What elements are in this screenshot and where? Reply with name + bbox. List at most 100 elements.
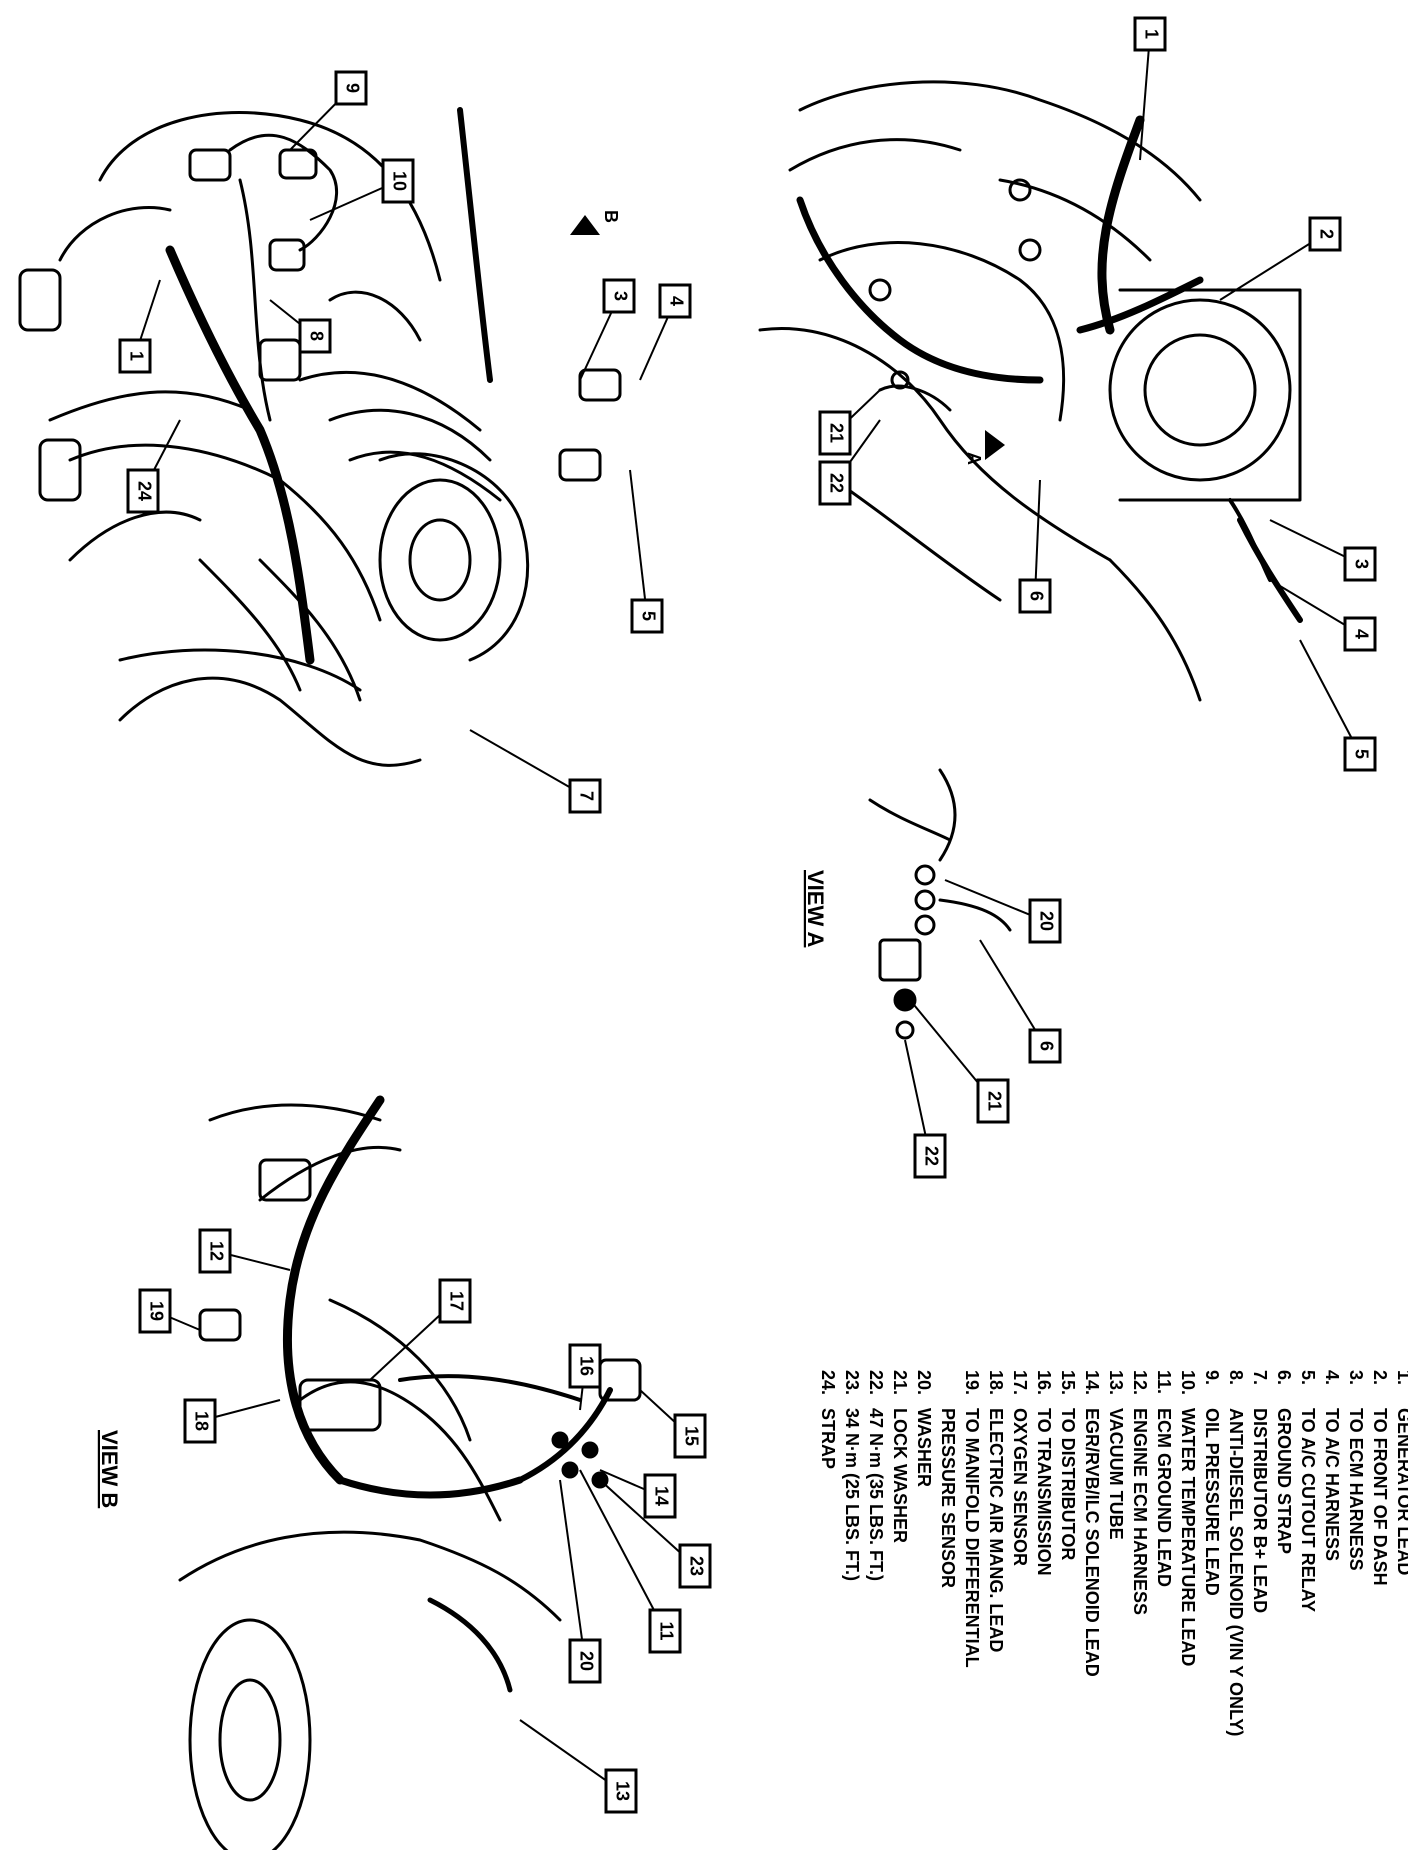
- callout-box: [1343, 736, 1377, 772]
- legend-label: OIL PRESSURE LEAD: [1202, 1408, 1222, 1596]
- callout-box: [1018, 578, 1052, 614]
- legend-number: 3.: [1346, 1370, 1366, 1385]
- callout-main-right-21: 21: [818, 389, 881, 456]
- leader-line: [579, 1469, 666, 1632]
- main-view-left: B: [18, 107, 622, 767]
- legend-label: WATER TEMPERATURE LEAD: [1178, 1408, 1198, 1666]
- legend-number: 8.: [1226, 1370, 1246, 1385]
- callout-view-b-23: 23: [599, 1479, 712, 1589]
- leader-line: [1034, 479, 1041, 597]
- callout-box: [818, 460, 852, 506]
- leader-line: [469, 729, 586, 797]
- callout-box: [1028, 1028, 1062, 1064]
- callout-box: [183, 1398, 217, 1444]
- callout-box: [568, 778, 602, 814]
- callout-box: [438, 1278, 472, 1324]
- callout-box: [1343, 616, 1377, 652]
- view-a-detail: VIEW A: [803, 768, 1012, 1040]
- legend-label: TO TRANSMISSION: [1034, 1408, 1054, 1576]
- legend-label: GROUND STRAP: [1274, 1408, 1294, 1554]
- callout-number: 10: [389, 171, 409, 191]
- callout-number: 7: [576, 791, 596, 801]
- main-view-right: A: [758, 80, 1303, 702]
- svg-text:B: B: [601, 210, 621, 223]
- callout-number: 21: [984, 1091, 1004, 1111]
- callout-number: 21: [826, 423, 846, 443]
- callout-number: 1: [126, 351, 146, 361]
- callout-box: [976, 1078, 1010, 1124]
- leader-line: [944, 879, 1046, 922]
- callout-main-right-22: 22: [818, 419, 881, 506]
- callout-view-b-20: 20: [559, 1479, 602, 1684]
- legend-number: 24.: [818, 1370, 838, 1395]
- legend-label: 34 N·m (25 LBS. FT.): [842, 1408, 862, 1581]
- legend-number: 17.: [1010, 1370, 1030, 1395]
- callout-main-right-5: 5: [1299, 639, 1377, 772]
- legend-label: WASHER: [914, 1408, 934, 1487]
- callout-number: 2: [1316, 229, 1336, 239]
- legend-label: ECM GROUND LEAD: [1154, 1408, 1174, 1587]
- callout-view-a-20: 20: [944, 879, 1062, 944]
- callout-main-right-3: 3: [1269, 519, 1377, 582]
- callout-number: 4: [1351, 629, 1371, 639]
- callout-main-right-4: 4: [1269, 579, 1377, 652]
- callout-box: [568, 1638, 602, 1684]
- view-a-arrow: A: [964, 430, 1005, 465]
- callout-view-b-17: 17: [369, 1278, 472, 1381]
- leader-line: [629, 469, 648, 617]
- callout-number: 22: [921, 1146, 941, 1166]
- callout-view-b-14: 14: [599, 1469, 677, 1519]
- callout-view-b-16: 16: [568, 1343, 602, 1411]
- callout-number: 8: [306, 331, 326, 341]
- callout-number: 5: [638, 611, 658, 621]
- callout-box: [118, 338, 152, 374]
- leader-line: [1139, 33, 1151, 161]
- callout-main-left-10: 10: [309, 158, 415, 221]
- callout-box: [602, 278, 636, 314]
- svg-text:A: A: [964, 452, 984, 465]
- legend-label: GENERATOR LEAD: [1394, 1408, 1408, 1575]
- callout-number: 17: [446, 1291, 466, 1311]
- callout-box: [818, 410, 852, 456]
- callout-box: [913, 1133, 947, 1179]
- svg-text:VIEW B: VIEW B: [97, 1430, 122, 1508]
- callout-box: [643, 1473, 677, 1519]
- callout-number: 16: [576, 1356, 596, 1376]
- callout-number: 6: [1026, 591, 1046, 601]
- callout-box: [1028, 898, 1062, 944]
- legend-number: 15.: [1058, 1370, 1078, 1395]
- callout-number: 1: [1141, 29, 1161, 39]
- callout-number: 19: [146, 1301, 166, 1321]
- callout-main-left-5: 5: [629, 469, 664, 634]
- leader-line: [559, 1479, 586, 1662]
- callout-number: 12: [206, 1241, 226, 1261]
- legend-number: 10.: [1178, 1370, 1198, 1395]
- legend-number: 14.: [1082, 1370, 1102, 1395]
- legend-number: 9.: [1202, 1370, 1222, 1385]
- legend-label: OXYGEN SENSOR: [1010, 1408, 1030, 1566]
- callout-main-left-9: 9: [289, 70, 368, 151]
- callout-main-left-7: 7: [469, 729, 602, 814]
- callout-number: 6: [1036, 1041, 1056, 1051]
- callout-box: [1343, 546, 1377, 582]
- callout-view-b-11: 11: [579, 1469, 682, 1654]
- legend-number: 12.: [1130, 1370, 1150, 1395]
- legend-label: TO MANIFOLD DIFFERENTIAL: [962, 1408, 982, 1668]
- legend-label: ANTI-DIESEL SOLENOID (VIN Y ONLY): [1226, 1408, 1246, 1736]
- callout-box: [381, 158, 415, 204]
- callout-box: [1133, 16, 1167, 52]
- legend-number: 18.: [986, 1370, 1006, 1395]
- callout-main-left-3: 3: [579, 278, 636, 381]
- callout-number: 3: [1351, 559, 1371, 569]
- callout-number: 22: [826, 473, 846, 493]
- view-b-detail: VIEW B: [97, 1095, 642, 1850]
- callout-number: 14: [651, 1486, 671, 1506]
- callout-number: 3: [610, 291, 630, 301]
- callout-box: [1308, 216, 1342, 252]
- legend-label: EGR/RVB/ILC SOLENOID LEAD: [1082, 1408, 1102, 1677]
- legend-number: 23.: [842, 1370, 862, 1395]
- legend-label: STRAP: [818, 1408, 838, 1469]
- callout-main-right-6: 6: [1018, 479, 1052, 614]
- legend-label: ELECTRIC AIR MANG. LEAD: [986, 1408, 1006, 1652]
